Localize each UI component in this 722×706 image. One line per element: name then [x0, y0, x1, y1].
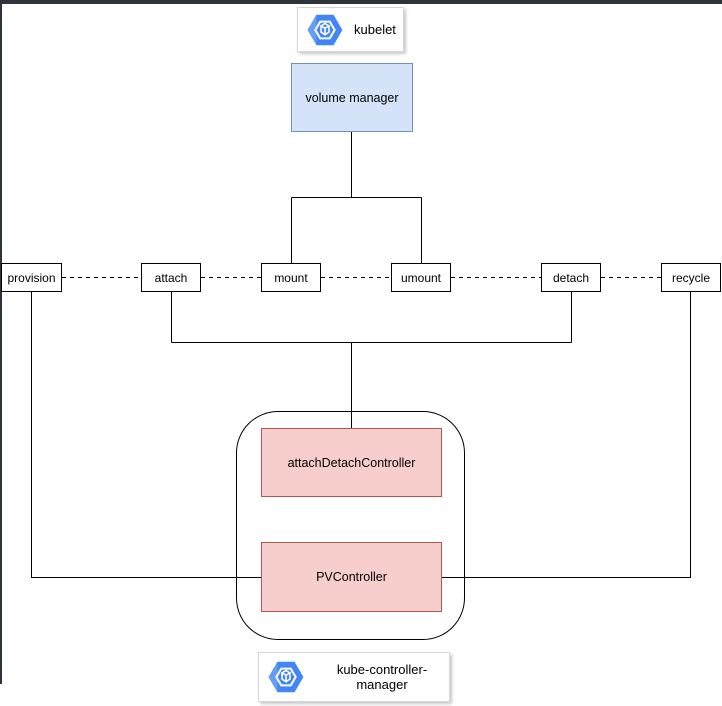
pv-controller-label: PVController	[316, 570, 387, 584]
kube-controller-manager-node[interactable]: kube-controller-manager	[258, 652, 450, 702]
attach-detach-controller-label: attachDetachController	[287, 455, 416, 470]
operation-detach[interactable]: detach	[541, 263, 601, 292]
operation-recycle[interactable]: recycle	[661, 263, 721, 292]
window-left-edge	[0, 0, 2, 684]
operation-mount[interactable]: mount	[261, 263, 321, 292]
kubernetes-engine-icon	[267, 658, 305, 696]
kubelet-label: kubelet	[354, 22, 396, 37]
operation-attach[interactable]: attach	[141, 263, 201, 292]
operation-umount[interactable]: umount	[391, 263, 451, 292]
operation-provision[interactable]: provision	[1, 263, 62, 292]
operation-label: recycle	[671, 270, 710, 285]
attach-detach-controller-node[interactable]: attachDetachController	[261, 428, 442, 497]
operation-label: umount	[400, 270, 442, 285]
operation-label: mount	[274, 270, 308, 285]
window-top-edge	[0, 0, 722, 4]
kubernetes-engine-icon	[306, 11, 344, 49]
operation-label: detach	[552, 270, 590, 285]
volume-manager-label: volume manager	[305, 90, 399, 105]
kube-controller-manager-label: kube-controller-manager	[336, 662, 428, 692]
controller-manager-group	[236, 411, 465, 640]
volume-manager-node[interactable]: volume manager	[291, 63, 413, 132]
pv-controller-node[interactable]: PVController	[261, 542, 442, 612]
operation-label: attach	[154, 270, 188, 285]
kubelet-node[interactable]: kubelet	[297, 7, 404, 52]
operation-label: provision	[7, 270, 56, 285]
